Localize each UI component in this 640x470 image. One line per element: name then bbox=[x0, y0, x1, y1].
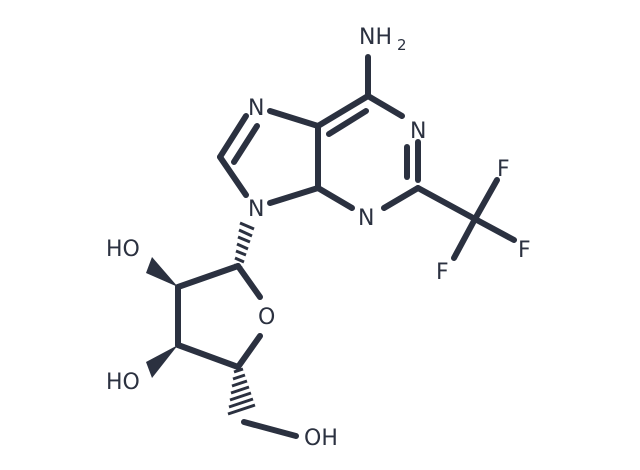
label-f-left: F bbox=[436, 260, 449, 285]
hashed-bond-n9-c1 bbox=[233, 221, 255, 270]
bond-c1-c2 bbox=[175, 263, 241, 290]
bond-c5-c6 bbox=[315, 93, 371, 129]
label-n3: N bbox=[358, 206, 374, 231]
label-f-top: F bbox=[497, 157, 510, 182]
label-hydroxyl-c5: OH bbox=[304, 426, 338, 451]
label-hydroxyl-c3: HO bbox=[106, 370, 140, 395]
bond-c4-o4 bbox=[235, 333, 263, 370]
bond-cf3-f-top bbox=[472, 177, 500, 222]
label-amino-subscript: 2 bbox=[397, 36, 407, 54]
bond-n7-c8-double bbox=[231, 123, 260, 165]
label-f-right: F bbox=[518, 238, 531, 263]
label-n9: N bbox=[248, 197, 264, 222]
label-n1: N bbox=[410, 119, 426, 144]
hashed-bond-c4-c5 bbox=[227, 367, 256, 416]
bond-n9-c4 bbox=[267, 185, 321, 206]
bond-c6-n1 bbox=[365, 93, 405, 119]
bond-c5-n7 bbox=[267, 108, 321, 129]
wedge-c2-oh bbox=[146, 257, 178, 287]
bond-c2-cf3 bbox=[415, 185, 478, 222]
bond-c2-n3 bbox=[381, 185, 421, 211]
bond-n7-c8 bbox=[217, 113, 249, 160]
bond-n3-c4 bbox=[315, 185, 355, 211]
bond-c5-c6-double bbox=[326, 108, 369, 137]
bond-c5-oh bbox=[241, 419, 299, 439]
bond-c1-o4 bbox=[235, 263, 263, 300]
label-hydroxyl-c2: HO bbox=[106, 237, 140, 262]
bond-cf3-f-left bbox=[451, 216, 478, 261]
bond-c8-n9 bbox=[217, 154, 249, 198]
bond-cf3-f-right bbox=[472, 216, 517, 243]
wedge-c3-oh bbox=[146, 345, 178, 378]
label-n7: N bbox=[248, 96, 264, 121]
label-ring-oxygen: O bbox=[258, 305, 275, 330]
bond-c3-c4 bbox=[175, 342, 241, 370]
label-amino: NH bbox=[359, 25, 392, 50]
